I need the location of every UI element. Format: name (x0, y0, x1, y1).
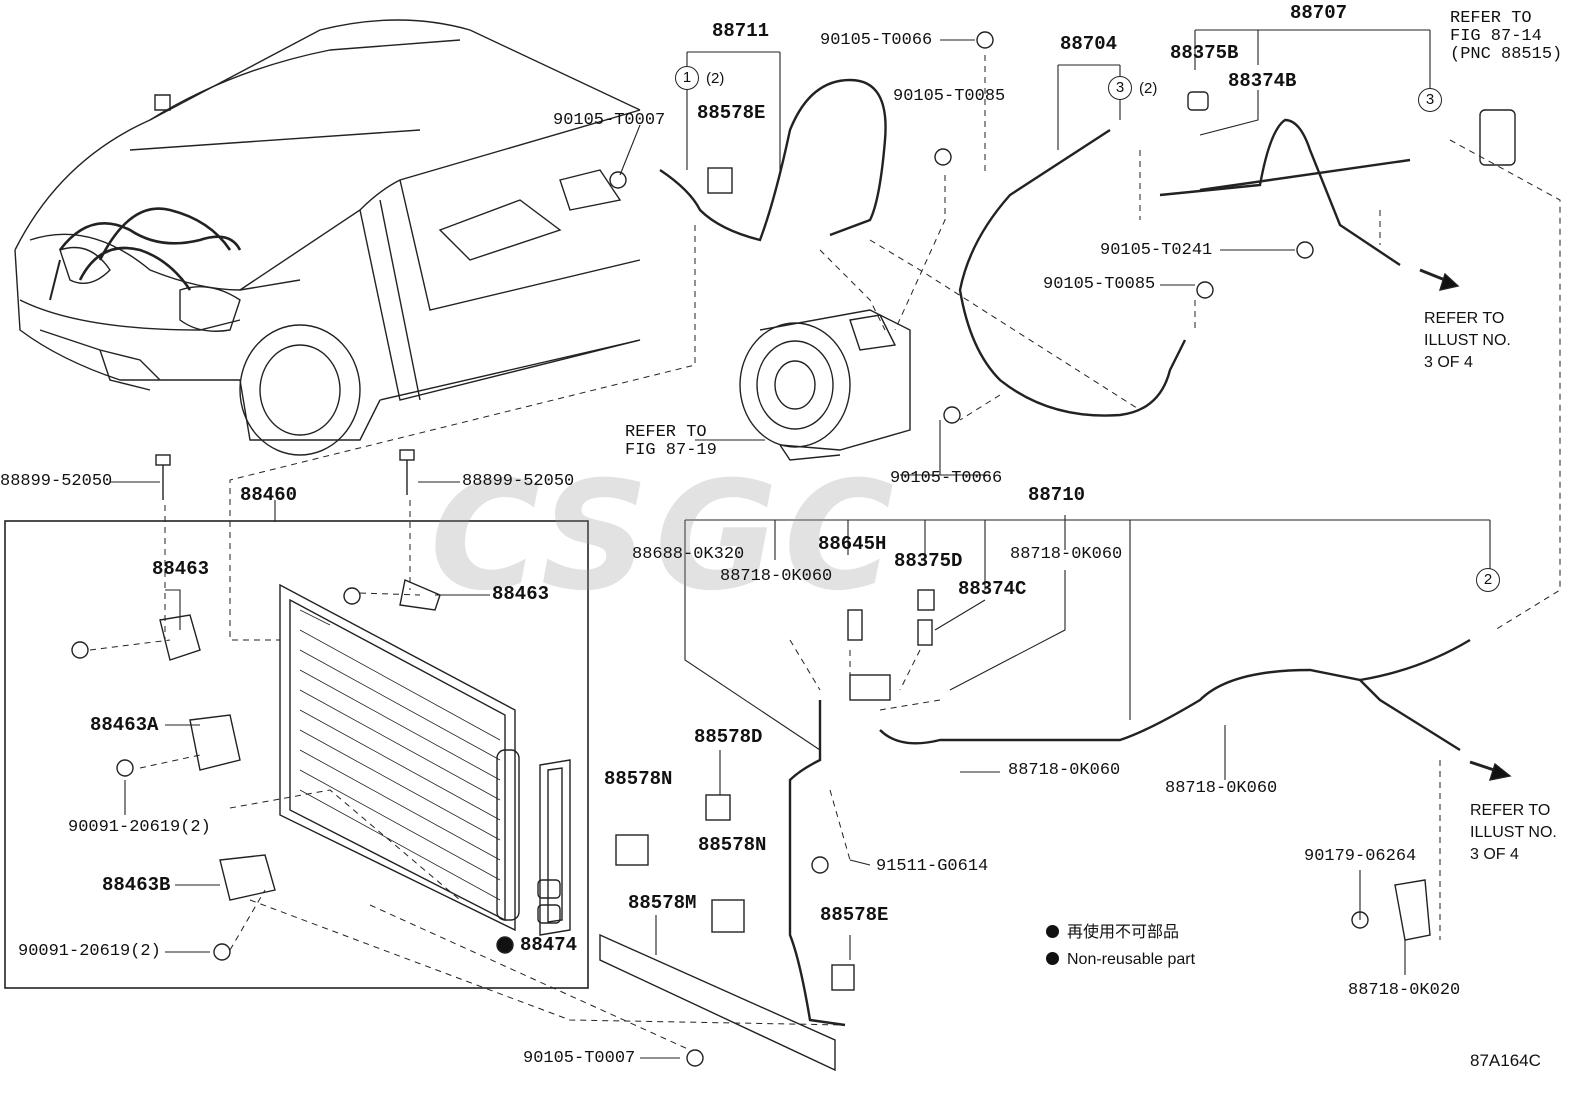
liquid-tube-88710 (788, 638, 1471, 1027)
label-88718-0K060-a[interactable]: 88718-0K060 (1010, 545, 1123, 564)
label-88710[interactable]: 88710 (1028, 484, 1086, 506)
label-88374B[interactable]: 88374B (1228, 70, 1297, 92)
small-fittings (609, 31, 1314, 1067)
label-90105-T0066-top[interactable]: 90105-T0066 (820, 31, 933, 50)
label-88578N-b[interactable]: 88578N (698, 834, 767, 856)
ref-fig-87-19[interactable]: REFER TO FIG 87-19 (625, 423, 717, 460)
label-88718-0K060-d[interactable]: 88718-0K060 (1165, 779, 1278, 798)
circle-ref-3-b[interactable]: 3 (1418, 88, 1442, 112)
label-90105-T0241[interactable]: 90105-T0241 (1100, 241, 1213, 260)
ref-illust-3of4-lower[interactable]: REFER TO ILLUST NO. 3 OF 4 (1470, 802, 1557, 863)
label-90105-T0066-mid[interactable]: 90105-T0066 (890, 469, 1003, 488)
legend-text-ja: 再使用不可部品 (1067, 924, 1180, 941)
legend-text-en: Non-reusable part (1067, 951, 1196, 968)
label-88375D[interactable]: 88375D (894, 550, 963, 572)
label-88578M[interactable]: 88578M (628, 892, 697, 914)
qty-ref-3: (2) (1139, 80, 1158, 97)
label-88460[interactable]: 88460 (240, 484, 298, 506)
label-88463-left[interactable]: 88463 (152, 558, 210, 580)
circle-ref-2[interactable]: 2 (1476, 568, 1500, 592)
label-88707[interactable]: 88707 (1290, 2, 1348, 24)
label-90105-T0085-mid[interactable]: 90105-T0085 (1043, 275, 1156, 294)
label-88718-0K020[interactable]: 88718-0K020 (1348, 981, 1461, 1000)
legend-bullet-icon (1046, 952, 1059, 965)
diagram-id: 87A164C (1470, 1051, 1541, 1070)
seal-88578M (599, 933, 836, 1072)
bracket-88718-0K020 (1351, 879, 1431, 941)
legend-bullet-icon (1046, 925, 1059, 938)
label-88578E-top[interactable]: 88578E (697, 102, 766, 124)
dashed-lines (89, 55, 1561, 1051)
label-88374C[interactable]: 88374C (958, 578, 1027, 600)
leader-lines (110, 29, 1491, 1059)
circle-ref-1[interactable]: 1 (675, 66, 699, 90)
label-88645H[interactable]: 88645H (818, 533, 887, 555)
suction-hose-88704 (958, 128, 1187, 417)
label-88899-52050-left[interactable]: 88899-52050 (0, 472, 113, 491)
label-88711[interactable]: 88711 (712, 20, 770, 42)
label-88899-52050-right[interactable]: 88899-52050 (462, 472, 575, 491)
legend-line-en: Non-reusable part (1046, 949, 1195, 971)
label-88578D[interactable]: 88578D (694, 726, 763, 748)
label-90105-T0085-top[interactable]: 90105-T0085 (893, 87, 1006, 106)
suction-pipe-88707 (1159, 109, 1516, 266)
label-88704[interactable]: 88704 (1060, 33, 1118, 55)
label-90105-T0007-top[interactable]: 90105-T0007 (553, 111, 666, 130)
label-88463A[interactable]: 88463A (90, 714, 159, 736)
label-88474[interactable]: 88474 (520, 934, 578, 956)
label-88578N-a[interactable]: 88578N (604, 768, 673, 790)
watermark: CSGC (430, 450, 900, 624)
pads (615, 167, 855, 991)
label-88688-0K320[interactable]: 88688-0K320 (632, 545, 745, 564)
qty-ref-1: (2) (706, 70, 725, 87)
label-88463B[interactable]: 88463B (102, 874, 171, 896)
legend-line-ja: 再使用不可部品 (1046, 922, 1179, 944)
label-91511-G0614[interactable]: 91511-G0614 (876, 857, 989, 876)
label-88718-0K060-c[interactable]: 88718-0K060 (1008, 761, 1121, 780)
ref-fig-87-14[interactable]: REFER TO FIG 87-14 (PNC 88515) (1450, 9, 1563, 64)
vehicle-illustration (14, 19, 641, 456)
compressor (739, 309, 911, 461)
label-90105-T0007-bot[interactable]: 90105-T0007 (523, 1049, 636, 1068)
discharge-hose-88711 (659, 78, 887, 242)
label-90091-20619-b[interactable]: 90091-20619(2) (18, 942, 161, 961)
condenser (71, 449, 571, 961)
circle-ref-3-a[interactable]: 3 (1108, 76, 1132, 100)
label-88375B[interactable]: 88375B (1170, 42, 1239, 64)
label-90179-06264[interactable]: 90179-06264 (1304, 847, 1417, 866)
condenser-assembly-frame (4, 520, 589, 989)
label-88463-right[interactable]: 88463 (492, 583, 550, 605)
ref-illust-3of4-upper[interactable]: REFER TO ILLUST NO. 3 OF 4 (1424, 310, 1511, 371)
label-90091-20619-a[interactable]: 90091-20619(2) (68, 818, 211, 837)
label-88718-0K060-b[interactable]: 88718-0K060 (720, 567, 833, 586)
label-88578E-bot[interactable]: 88578E (820, 904, 889, 926)
